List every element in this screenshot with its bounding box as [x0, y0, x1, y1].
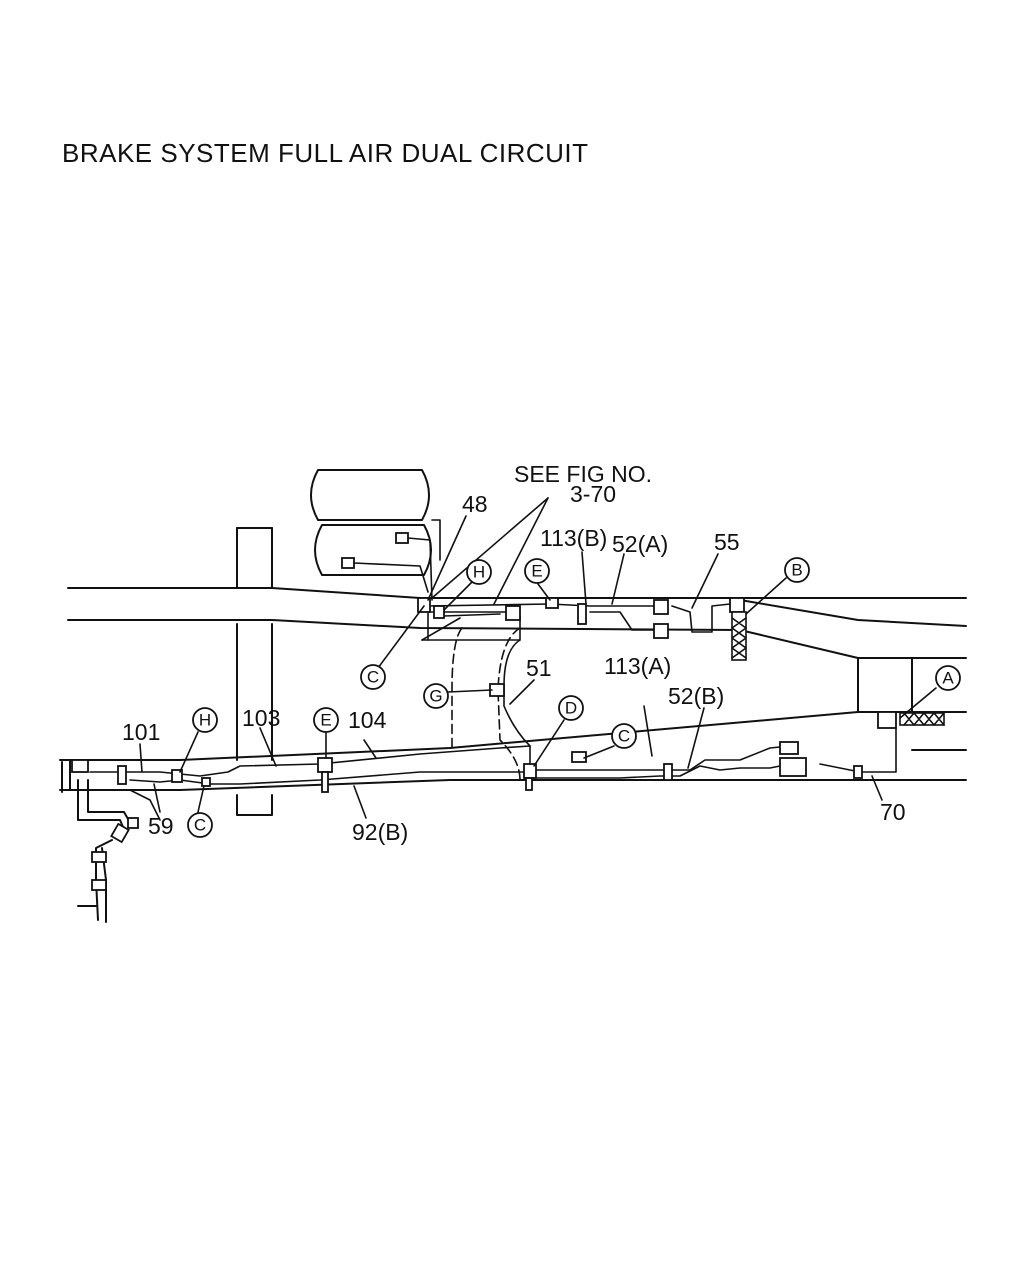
leader-lines: [139, 497, 937, 819]
callout-g: G: [423, 683, 449, 709]
callout-c-lower: C: [187, 812, 213, 838]
label-part-70: 70: [880, 799, 906, 825]
svg-text:D: D: [565, 699, 577, 718]
lower-fittings: [117, 683, 897, 793]
lower-brake-lines: [89, 685, 897, 821]
callout-a: A: [935, 665, 961, 691]
svg-text:B: B: [791, 561, 802, 580]
svg-text:E: E: [531, 562, 542, 581]
label-fig-number: 3-70: [570, 481, 616, 507]
svg-text:A: A: [942, 669, 954, 688]
callout-d: D: [558, 695, 584, 721]
label-part-52b: 52(B): [668, 683, 724, 709]
svg-text:C: C: [194, 816, 206, 835]
hose-rear-lower: [899, 712, 945, 726]
callout-h-upper: H: [466, 559, 492, 585]
compressor-pipework: [61, 759, 139, 923]
label-part-103: 103: [242, 705, 280, 731]
svg-text:C: C: [367, 668, 379, 687]
svg-text:G: G: [429, 687, 442, 706]
callout-c-middle: C: [611, 723, 637, 749]
air-tank-upper: [310, 469, 430, 521]
label-part-52a: 52(A): [612, 531, 668, 557]
label-part-113a: 113(A): [604, 653, 671, 679]
label-part-59: 59: [148, 813, 174, 839]
callout-b: B: [784, 557, 810, 583]
svg-text:C: C: [618, 727, 630, 746]
callout-e-lower: E: [313, 707, 339, 733]
label-part-55: 55: [714, 529, 740, 555]
cross-member: [236, 527, 273, 816]
label-see-fig: SEE FIG NO.: [514, 461, 652, 487]
center-bracket-outline: [451, 627, 521, 781]
upper-brake-lines: [421, 599, 731, 687]
label-part-113b: 113(B): [540, 525, 607, 551]
frame-rail-upper: [67, 587, 967, 659]
label-part-51: 51: [526, 655, 552, 681]
label-part-104: 104: [348, 707, 387, 733]
svg-text:H: H: [473, 563, 485, 582]
label-part-48: 48: [462, 491, 488, 517]
svg-text:E: E: [320, 711, 331, 730]
callout-c-upper: C: [360, 664, 386, 690]
callout-h-lower: H: [192, 707, 218, 733]
svg-text:H: H: [199, 711, 211, 730]
label-part-101: 101: [122, 719, 160, 745]
hose-rear-upper: [731, 611, 747, 661]
callout-e-upper: E: [524, 558, 550, 584]
label-part-92b: 92(B): [352, 819, 408, 845]
diagram-title: BRAKE SYSTEM FULL AIR DUAL CIRCUIT: [62, 138, 589, 168]
air-tank-lower: [314, 519, 441, 601]
